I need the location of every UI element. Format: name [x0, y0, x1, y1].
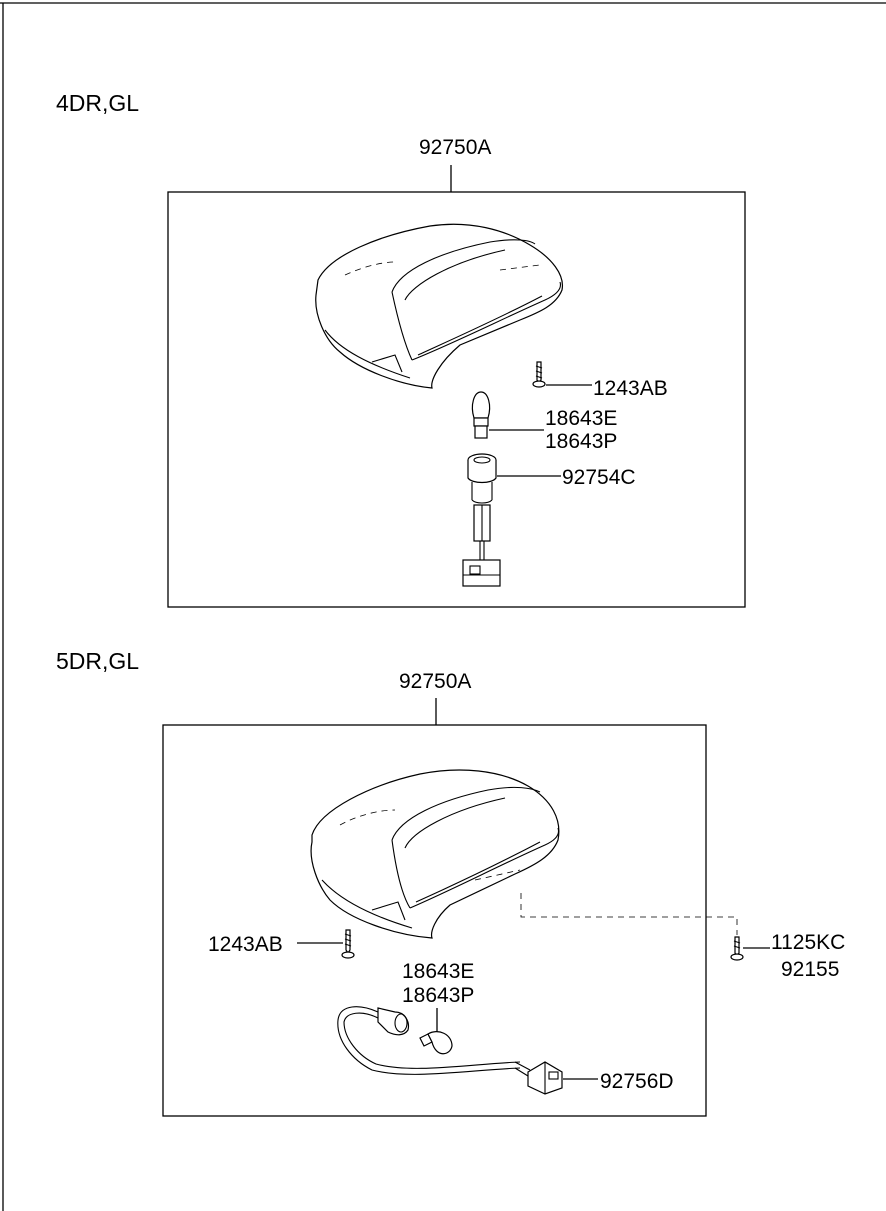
harness-icon-5dr	[337, 1006, 563, 1095]
assembly-label-5dr: 92750A	[399, 670, 471, 693]
assembly-label-4dr: 92750A	[419, 136, 491, 159]
bulb-label-b-4dr: 18643P	[545, 430, 617, 453]
screw-label-right-a-5dr: 1125KC	[771, 931, 845, 954]
bulb-icon-4dr	[471, 391, 491, 439]
screw-icon-right-5dr	[730, 936, 744, 961]
screw-icon-4dr	[532, 361, 546, 388]
screw-icon-left-5dr	[341, 929, 355, 959]
section-5dr: 5DR,GL 92750A 1243AB	[56, 648, 845, 1117]
assembly-box-4dr	[167, 191, 746, 608]
section-4dr: 4DR,GL 92750A 1243AB	[56, 90, 746, 608]
screw-label-4dr: 1243AB	[593, 377, 668, 400]
socket-label-4dr: 92754C	[562, 466, 636, 489]
screw-label-right-b-5dr: 92155	[781, 958, 839, 981]
bulb-label-b-5dr: 18643P	[402, 984, 474, 1007]
section-title-4dr: 4DR,GL	[56, 90, 139, 116]
lamp-housing-4dr	[315, 223, 563, 389]
lamp-housing-5dr	[310, 769, 560, 939]
assembly-box-5dr	[162, 724, 707, 1117]
socket-icon-4dr	[462, 453, 501, 587]
screw-label-left-5dr: 1243AB	[208, 933, 283, 956]
bulb-label-a-5dr: 18643E	[402, 960, 474, 983]
harness-label-5dr: 92756D	[600, 1070, 674, 1093]
right-screw-leader-5dr	[520, 893, 738, 935]
section-title-5dr: 5DR,GL	[56, 648, 139, 674]
bulb-label-a-4dr: 18643E	[545, 407, 617, 430]
